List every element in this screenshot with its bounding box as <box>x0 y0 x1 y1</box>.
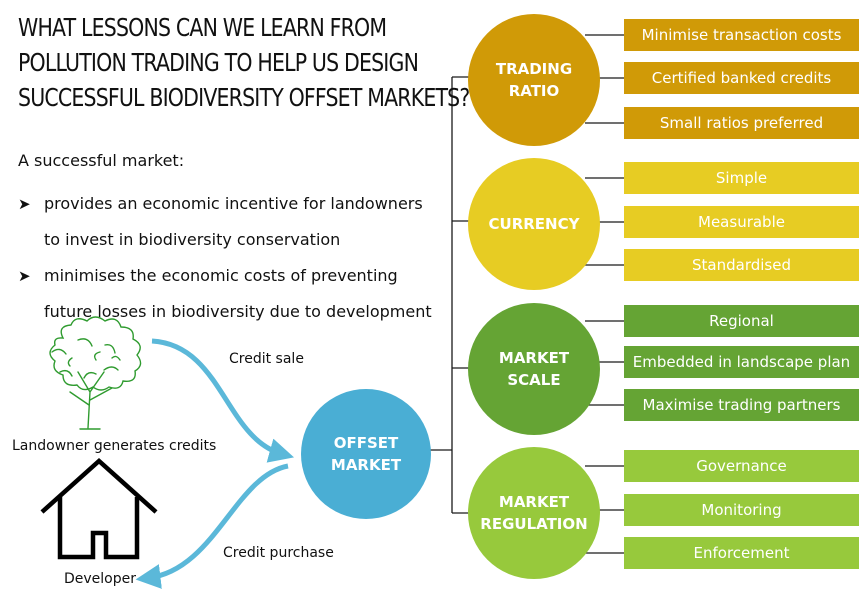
bullet-item: ➤ provides an economic incentive for lan… <box>18 186 464 258</box>
market-regulation-circle: MARKET REGULATION <box>468 447 600 579</box>
item-box: Certified banked credits <box>624 62 859 94</box>
item-box: Regional <box>624 305 859 337</box>
trading-ratio-circle: TRADING RATIO <box>468 14 600 146</box>
bullet-item: ➤ minimises the economic costs of preven… <box>18 258 464 330</box>
item-box: Simple <box>624 162 859 194</box>
title-line-3: SUCCESSFUL BIODIVERSITY OFFSET MARKETS? <box>18 83 470 112</box>
market-scale-circle: MARKET SCALE <box>468 303 600 435</box>
offset-market-circle: OFFSET MARKET <box>301 389 431 519</box>
credit-purchase-arrow <box>135 463 289 589</box>
landowner-label: Landowner generates credits <box>12 438 217 454</box>
item-box: Small ratios preferred <box>624 107 859 139</box>
item-box: Minimise transaction costs <box>624 19 859 51</box>
page-title: WHAT LESSONS CAN WE LEARN FROM POLLUTION… <box>18 10 470 115</box>
currency-circle: CURRENCY <box>468 158 600 290</box>
item-box: Governance <box>624 450 859 482</box>
arrow-bullet-icon: ➤ <box>18 195 31 213</box>
item-box: Maximise trading partners <box>624 389 859 421</box>
arrow-bullet-icon: ➤ <box>18 267 31 285</box>
item-box: Enforcement <box>624 537 859 569</box>
title-line-2: POLLUTION TRADING TO HELP US DESIGN <box>18 48 419 77</box>
item-box: Standardised <box>624 249 859 281</box>
item-box: Measurable <box>624 206 859 238</box>
intro-text: A successful market: <box>18 151 185 170</box>
credit-purchase-label: Credit purchase <box>223 545 334 561</box>
item-box: Monitoring <box>624 494 859 526</box>
credit-sale-arrow <box>151 338 295 463</box>
credit-sale-label: Credit sale <box>229 351 304 367</box>
bullet-list: ➤ provides an economic incentive for lan… <box>18 186 464 330</box>
title-line-1: WHAT LESSONS CAN WE LEARN FROM <box>18 13 387 42</box>
item-box: Embedded in landscape plan <box>624 346 859 378</box>
developer-label: Developer <box>64 571 137 587</box>
